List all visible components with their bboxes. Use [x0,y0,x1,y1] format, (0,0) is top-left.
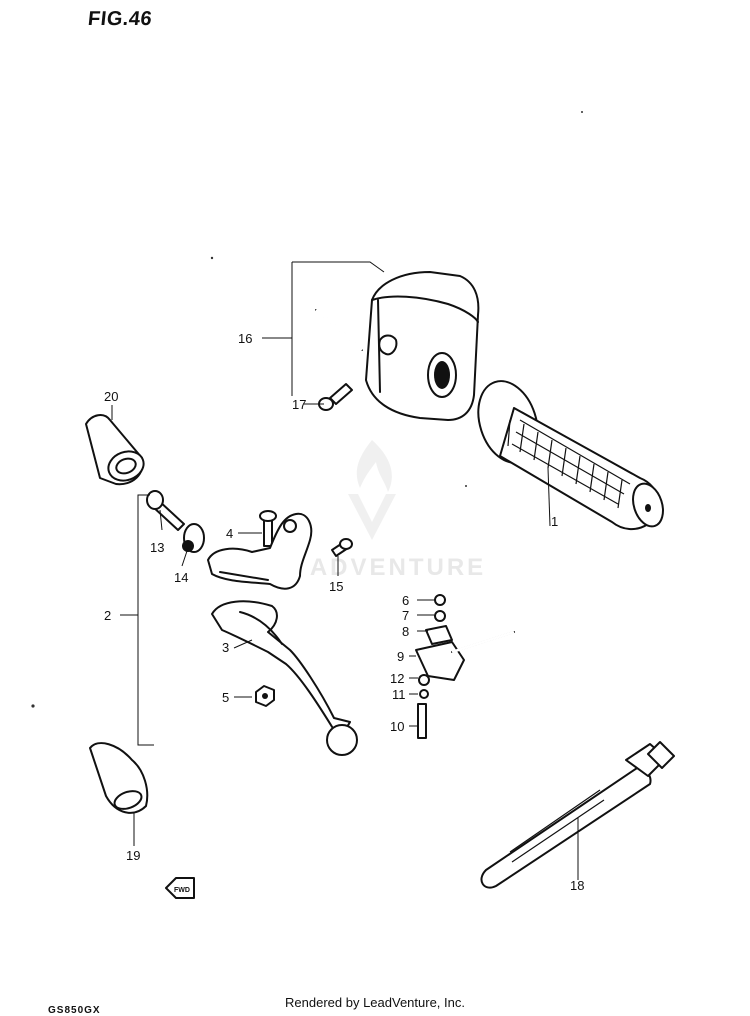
callout-11: 11 [392,687,406,702]
callout-4: 4 [226,526,233,541]
bracket-2 [120,494,154,746]
callout-19: 19 [126,848,140,863]
part-16-switch-housing [315,271,480,421]
part-5-nut [255,685,275,707]
bracket-16 [262,261,385,396]
leader-lines [111,403,579,880]
parts-6-12-switch-assembly [415,594,515,739]
callout-1: 1 [551,514,558,529]
part-14-bushing [182,523,205,553]
model-code: GS850GX [48,1005,101,1016]
watermark-text: ADVENTURE [310,554,486,581]
scan-dot [31,704,35,708]
callout-8: 8 [402,624,409,639]
part-4-screw [259,510,277,547]
callout-2: 2 [104,608,111,623]
scan-dot [465,485,467,487]
callout-10: 10 [390,719,404,734]
footer-credit: Rendered by LeadVenture, Inc. [285,995,465,1010]
callout-6: 6 [402,593,409,608]
part-1-grip [477,380,664,530]
part-3-lever [211,600,358,756]
watermark: ADVENTURE [310,440,486,581]
part-13-bolt [146,490,185,531]
callout-14: 14 [174,570,188,585]
callout-3: 3 [222,640,229,655]
part-19-boot [89,742,149,814]
forward-arrow: FWD [165,877,195,899]
scan-dot [581,111,583,113]
part-2-lever-bracket [207,512,313,590]
part-18-cable-tie [480,741,675,889]
callout-7: 7 [402,608,409,623]
part-20-cap [85,414,145,486]
part-17-screw [318,383,353,411]
callout-17: 17 [292,397,306,412]
scan-dot [210,256,214,260]
callout-15: 15 [329,579,343,594]
callout-13: 13 [150,540,164,555]
callout-18: 18 [570,878,584,893]
callout-12: 12 [390,671,404,686]
part-15-screw [331,538,353,557]
callout-9: 9 [397,649,404,664]
forward-arrow-label: FWD [174,887,190,894]
callout-20: 20 [104,389,118,404]
callout-5: 5 [222,690,229,705]
callout-16: 16 [238,331,252,346]
callout-labels: 1 2 3 4 5 6 7 8 9 10 11 12 13 14 15 16 1… [104,331,584,893]
